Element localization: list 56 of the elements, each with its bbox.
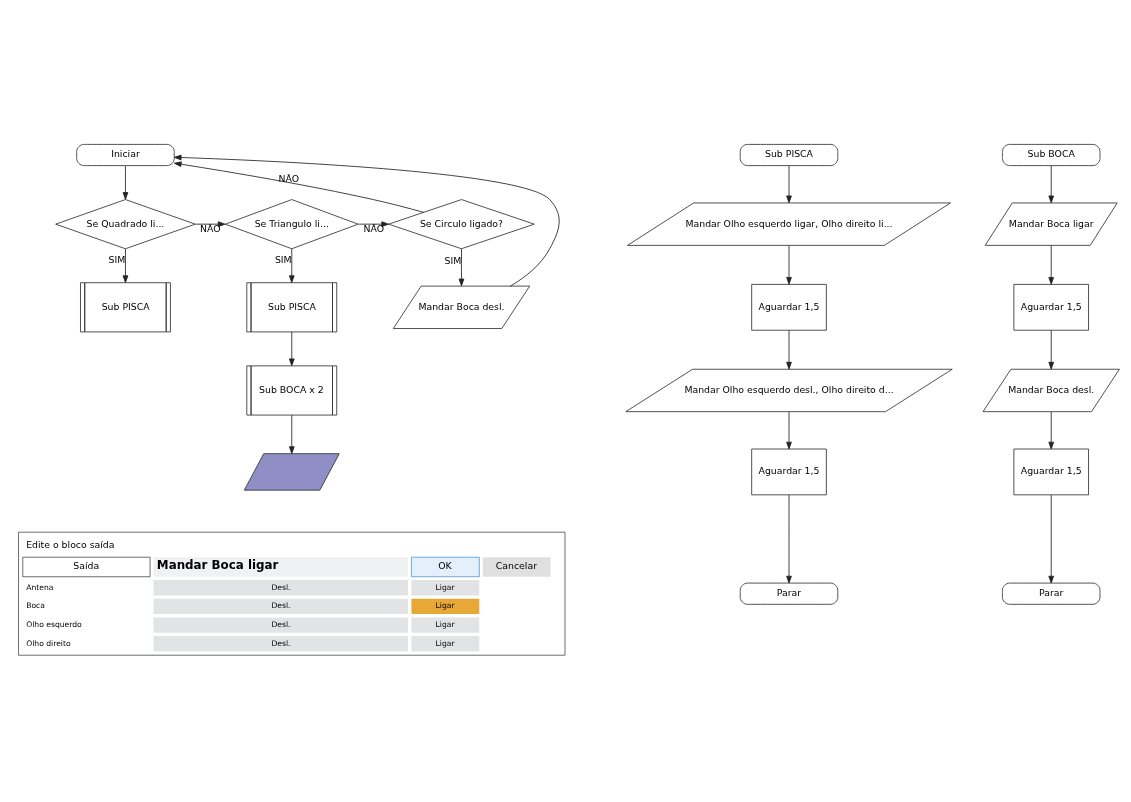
arrow xyxy=(786,410,792,449)
arrow xyxy=(786,244,792,285)
node-box: Aguardar 1,5 xyxy=(1013,283,1089,331)
arrow xyxy=(1048,329,1054,369)
node-box: Sub PISCA xyxy=(739,143,839,166)
arrow xyxy=(288,414,295,454)
arrow xyxy=(357,220,390,227)
edge-label: SIM xyxy=(108,253,126,265)
arrow xyxy=(786,164,792,203)
edge-label: NÃO xyxy=(278,172,300,184)
label: Mandar Boca ligar xyxy=(156,557,279,572)
label: Cancelar xyxy=(495,559,537,571)
arrow xyxy=(1048,164,1054,203)
label: Ligar xyxy=(435,619,455,629)
node-box: Aguardar 1,5 xyxy=(751,448,827,495)
node-diamond: Se Circulo ligado? xyxy=(388,198,535,249)
label: Desl. xyxy=(271,619,291,629)
arrow xyxy=(173,160,425,213)
arrow xyxy=(288,331,295,366)
node-box: Aguardar 1,5 xyxy=(751,283,827,331)
label: Olho direito xyxy=(26,638,71,648)
label: Boca xyxy=(26,600,45,610)
node-box: Aguardar 1,5 xyxy=(1013,448,1089,495)
edge-label: SIM xyxy=(274,253,292,265)
arrow xyxy=(1048,410,1054,449)
node-diamond: Se Quadrado li... xyxy=(55,198,196,249)
node-box: Parar xyxy=(1002,582,1101,605)
edge-label: NÃO xyxy=(363,222,384,234)
arrow xyxy=(288,247,295,283)
arrow xyxy=(1048,244,1054,285)
node-box: Iniciar xyxy=(76,143,175,166)
label: Olho esquerdo xyxy=(26,619,82,629)
arrow xyxy=(458,247,465,286)
node-box: Sub BOCA xyxy=(1002,143,1101,166)
label: Desl. xyxy=(271,582,291,592)
label: Desl. xyxy=(271,600,291,610)
arrow xyxy=(1048,494,1054,583)
label: Ligar xyxy=(435,582,455,592)
arrow xyxy=(173,154,560,287)
label: Antena xyxy=(26,582,54,592)
edge-label: SIM xyxy=(444,254,462,266)
arrow xyxy=(786,329,792,369)
node-diamond: Se Triangulo li... xyxy=(225,198,359,249)
label: Edite o bloco saída xyxy=(26,538,115,550)
node-parallelogram xyxy=(243,452,340,491)
arrow xyxy=(122,164,129,200)
edge-label: NÃO xyxy=(199,222,221,234)
arrow xyxy=(122,247,129,283)
node-box: Parar xyxy=(739,582,839,605)
label: Ligar xyxy=(435,638,455,648)
label: Ligar xyxy=(435,600,455,610)
arrow xyxy=(194,220,226,227)
label: Desl. xyxy=(271,638,291,648)
arrow xyxy=(786,494,792,583)
label: OK xyxy=(438,559,452,571)
label: Saída xyxy=(73,559,100,571)
